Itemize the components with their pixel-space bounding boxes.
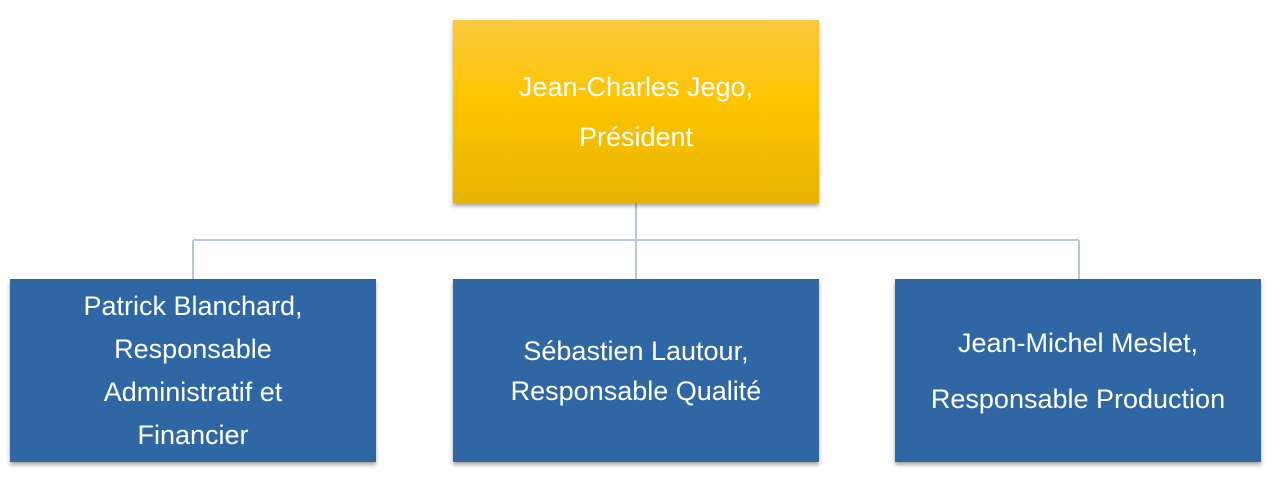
org-node-production-text: Jean-Michel Meslet, Responsable Producti…: [931, 315, 1225, 427]
president-title: Président: [578, 121, 694, 152]
org-node-quality: Sébastien Lautour, Responsable Qualité: [453, 279, 819, 462]
org-node-production: Jean-Michel Meslet, Responsable Producti…: [895, 279, 1261, 462]
admin-finance-name: Patrick Blanchard,: [83, 290, 303, 321]
admin-finance-title-line-3: Financier: [137, 419, 249, 450]
president-name: Jean-Charles Jego,: [518, 71, 754, 102]
production-title: Responsable Production: [930, 383, 1226, 414]
org-node-admin-finance-text: Patrick Blanchard, Responsable Administr…: [83, 285, 302, 457]
org-node-president: Jean-Charles Jego, Président: [453, 20, 819, 203]
org-node-admin-finance: Patrick Blanchard, Responsable Administr…: [10, 279, 376, 462]
admin-finance-title-line-1: Responsable: [114, 333, 272, 364]
org-node-president-text: Jean-Charles Jego, Président: [519, 62, 753, 162]
production-name: Jean-Michel Meslet,: [957, 327, 1199, 358]
quality-title: Responsable Qualité: [510, 375, 762, 406]
admin-finance-title-line-2: Administratif et: [103, 376, 283, 407]
quality-name: Sébastien Lautour,: [523, 335, 749, 366]
org-node-quality-text: Sébastien Lautour, Responsable Qualité: [511, 331, 762, 411]
